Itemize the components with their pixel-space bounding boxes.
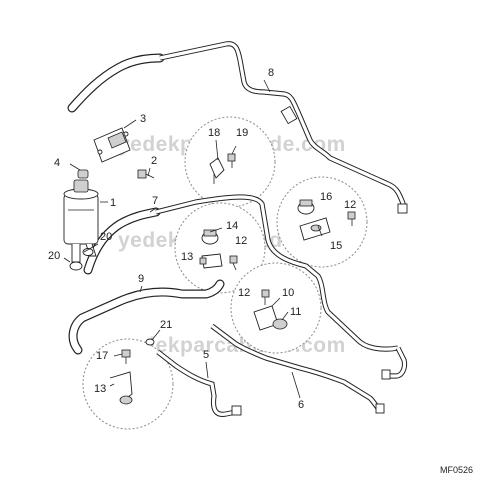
leader-lines (63, 79, 323, 399)
grommet-11 (272, 318, 288, 330)
callout-3: 3 (140, 113, 146, 125)
pipe-clip-18 (209, 157, 225, 184)
callout-2: 2 (151, 155, 157, 167)
callout-13-lower: 13 (94, 383, 106, 395)
bolt-12-upper (229, 255, 238, 271)
callout-20-left: 20 (48, 250, 60, 262)
bracket-13-lower (109, 371, 133, 405)
callout-18: 18 (208, 127, 220, 139)
callout-12-lower: 12 (238, 287, 250, 299)
pipe-8-end-fitting (397, 203, 408, 214)
bolt-19 (227, 153, 236, 168)
bolt-12-right (347, 211, 356, 226)
callout-17: 17 (96, 350, 108, 362)
hose-clamp-20 (69, 248, 94, 271)
callout-20-right: 20 (100, 231, 112, 243)
callout-12-right: 12 (344, 199, 356, 211)
reference-code: MF0526 (440, 465, 473, 475)
callout-8: 8 (268, 67, 274, 79)
cap-4 (77, 169, 89, 179)
callout-14: 14 (226, 220, 238, 232)
bracket-13-upper (199, 253, 223, 269)
clamp-14 (201, 229, 219, 245)
callout-7: 7 (152, 195, 158, 207)
pipe-7-end-fitting (381, 369, 391, 380)
callout-4: 4 (54, 157, 60, 169)
o-ring-21 (145, 338, 155, 346)
clamp-16 (297, 199, 315, 215)
callout-10: 10 (282, 287, 294, 299)
callout-13-upper: 13 (181, 251, 193, 263)
detail-circle-clip-18 (184, 116, 276, 208)
callout-9: 9 (138, 273, 144, 285)
bolt-2 (137, 169, 155, 179)
callout-labels: 1 2 3 4 5 6 7 8 9 10 11 12 12 12 13 13 1… (48, 67, 356, 411)
callout-1: 1 (110, 197, 116, 209)
reservoir-bracket-3 (93, 127, 131, 163)
callout-12-upper: 12 (235, 235, 247, 247)
pipe-5 (156, 349, 242, 417)
supply-hose-9 (68, 279, 225, 355)
pipe-6-end-fitting (375, 403, 385, 414)
reservoir-cap (73, 179, 89, 193)
fluid-reservoir-1 (63, 179, 99, 263)
callout-6: 6 (298, 399, 304, 411)
callout-21: 21 (160, 319, 172, 331)
return-pipe-8 (67, 41, 408, 214)
detail-circle-clamp-14 (174, 202, 266, 294)
callout-11: 11 (290, 306, 301, 318)
bolt-17 (121, 349, 131, 364)
callout-5: 5 (203, 349, 209, 361)
detail-circle-bracket-10 (230, 262, 322, 354)
callout-16: 16 (320, 191, 332, 203)
bolt-12-lower (261, 289, 270, 305)
cooler-pipe-6 (210, 323, 385, 414)
callout-19: 19 (236, 127, 248, 139)
callout-15: 15 (330, 240, 342, 252)
